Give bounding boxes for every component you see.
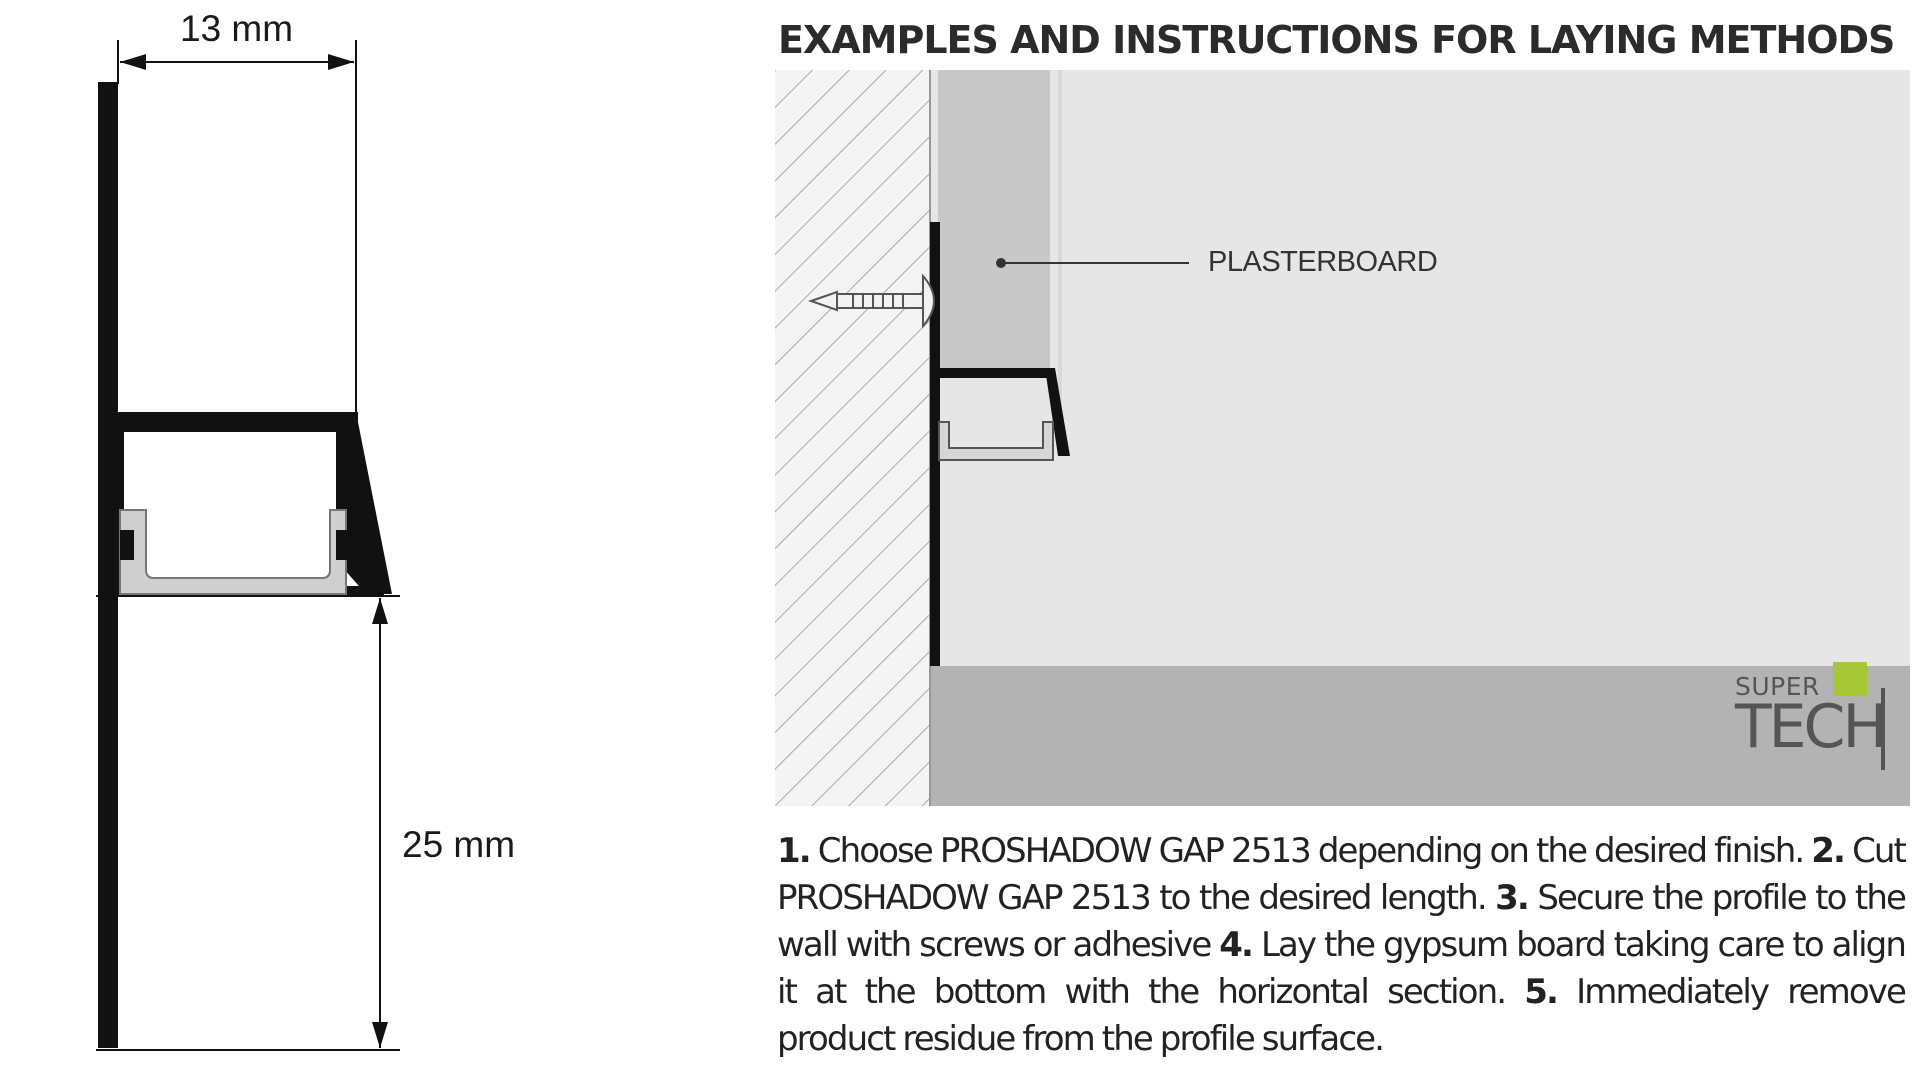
profile-channel-left-wall bbox=[114, 428, 124, 588]
step-1-text: Choose PROSHADOW GAP 2513 depending on t… bbox=[817, 831, 1805, 871]
step-2-number: 2. bbox=[1811, 831, 1846, 871]
plasterboard bbox=[938, 70, 1050, 370]
logo-super-text: SUPER bbox=[1735, 672, 1820, 701]
scene-profile-back bbox=[930, 222, 940, 666]
scene-profile-lip bbox=[1045, 368, 1070, 456]
height-dimension-label: 25 mm bbox=[402, 824, 516, 865]
height-arrow-top bbox=[372, 598, 388, 624]
logo-accent-square bbox=[1833, 662, 1867, 696]
page-title: EXAMPLES AND INSTRUCTIONS FOR LAYING MET… bbox=[778, 18, 1895, 62]
step-2-text: Cut PROSHADOW GAP 2513 to the desired le… bbox=[777, 831, 1907, 918]
step-5-text: Immediately remove product residue from … bbox=[777, 972, 1907, 1059]
installation-scene bbox=[775, 70, 1910, 806]
step-4-text: Lay the gypsum board taking care to alig… bbox=[777, 925, 1907, 1012]
width-dimension-label: 13 mm bbox=[180, 8, 294, 49]
width-arrow-left bbox=[120, 54, 146, 70]
led-insert-clip-left bbox=[120, 530, 134, 560]
plasterboard-label: PLASTERBOARD bbox=[1208, 246, 1438, 278]
height-arrow-bottom bbox=[372, 1022, 388, 1048]
led-insert bbox=[119, 509, 347, 595]
step-4-number: 4. bbox=[1219, 925, 1254, 965]
profile-cross-section bbox=[96, 40, 400, 1051]
instructions: 1. Choose PROSHADOW GAP 2513 depending o… bbox=[777, 828, 1907, 1063]
scene-led-insert bbox=[938, 421, 1054, 461]
width-arrow-right bbox=[328, 54, 354, 70]
supertech-logo: SUPER TECH bbox=[1735, 662, 1895, 780]
step-3-text: Secure the profile to the wall with scre… bbox=[777, 878, 1907, 965]
profile-back-plate bbox=[98, 82, 118, 1048]
step-5-number: 5. bbox=[1524, 972, 1559, 1012]
step-1-number: 1. bbox=[777, 831, 812, 871]
step-3-number: 3. bbox=[1495, 878, 1530, 918]
led-insert-clip-right bbox=[336, 530, 350, 560]
logo-bar bbox=[1881, 688, 1885, 770]
scene-profile-shelf bbox=[935, 368, 1053, 378]
profile-shelf bbox=[114, 412, 358, 432]
floor-strip bbox=[930, 666, 1910, 806]
logo-tech-text: TECH bbox=[1735, 692, 1888, 762]
screw-icon bbox=[807, 273, 935, 329]
masonry-wall bbox=[775, 70, 930, 806]
